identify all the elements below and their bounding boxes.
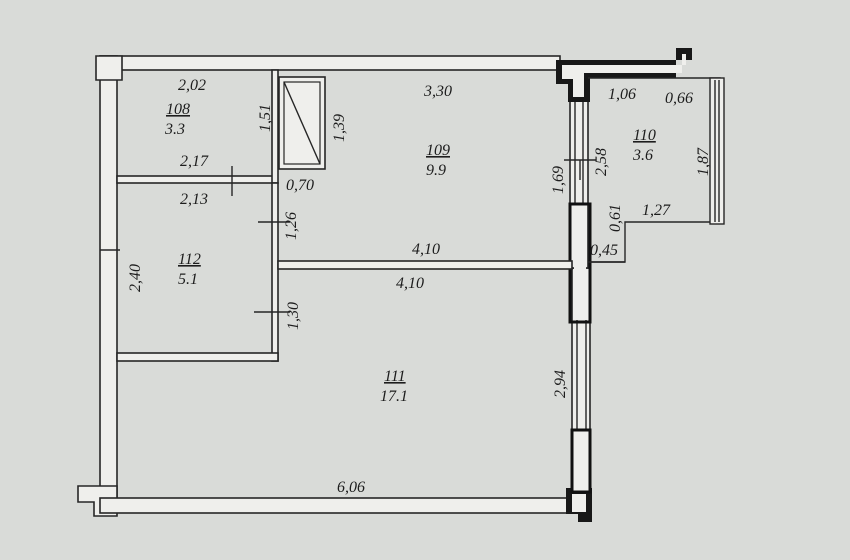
bottom-wall: [99, 497, 579, 514]
room-109-number: 109: [426, 142, 450, 159]
dim-0-61: 0,61: [607, 204, 624, 232]
dim-1-30: 1,30: [285, 302, 302, 330]
dim-2-02: 2,02: [178, 77, 206, 94]
room-112-number: 112: [178, 251, 201, 268]
dim-1-51: 1,51: [257, 104, 274, 132]
partition-108-bottom: [116, 175, 275, 184]
top-wall: [99, 55, 561, 71]
dim-1-39: 1,39: [331, 114, 348, 142]
vent-shaft-inner: [283, 81, 321, 165]
top-right-connector-inner: [562, 54, 686, 97]
dim-1-69: 1,69: [550, 166, 567, 194]
partition-112-right: [271, 182, 279, 362]
dim-6-06: 6,06: [337, 479, 365, 496]
dim-0-66: 0,66: [665, 90, 693, 107]
dim-2-94: 2,94: [552, 370, 569, 398]
room-108-number: 108: [166, 101, 190, 118]
balcony-rail: [709, 77, 725, 225]
dim-2-13: 2,13: [180, 191, 208, 208]
dim-1-06: 1,06: [608, 86, 636, 103]
dim-1-26: 1,26: [283, 212, 300, 240]
dim-4-10-bottom: 4,10: [396, 275, 424, 292]
dark-pillar-lower: [570, 428, 592, 494]
room-110-area: 3.6: [632, 147, 653, 164]
top-right-connector: [556, 48, 692, 102]
room-112-area: 5.1: [178, 271, 198, 288]
dim-1-27: 1,27: [642, 202, 671, 219]
dim-2-40: 2,40: [127, 264, 144, 292]
dim-4-10-top: 4,10: [412, 241, 440, 258]
room-111-number: 111: [384, 368, 406, 385]
bottom-right-inner: [572, 494, 586, 512]
room-110-number: 110: [633, 127, 656, 144]
dim-0-45: 0,45: [590, 242, 618, 259]
left-wall: [99, 55, 118, 502]
room-109-area: 9.9: [426, 162, 446, 179]
room-108-area: 3.3: [164, 121, 185, 138]
dim-1-87: 1,87: [695, 147, 712, 176]
left-wall-top-jog: [95, 55, 123, 81]
vent-shaft-diagonal: [283, 81, 321, 165]
partition-109-111: [277, 260, 573, 270]
dim-0-70: 0,70: [286, 177, 314, 194]
dim-2-17: 2,17: [180, 153, 209, 170]
dim-2-58: 2,58: [593, 148, 610, 176]
dark-pillar-fill: [574, 208, 586, 318]
partition-112-bottom: [116, 352, 279, 362]
room-111-area: 17.1: [380, 388, 408, 405]
dim-3-30: 3,30: [423, 83, 452, 100]
